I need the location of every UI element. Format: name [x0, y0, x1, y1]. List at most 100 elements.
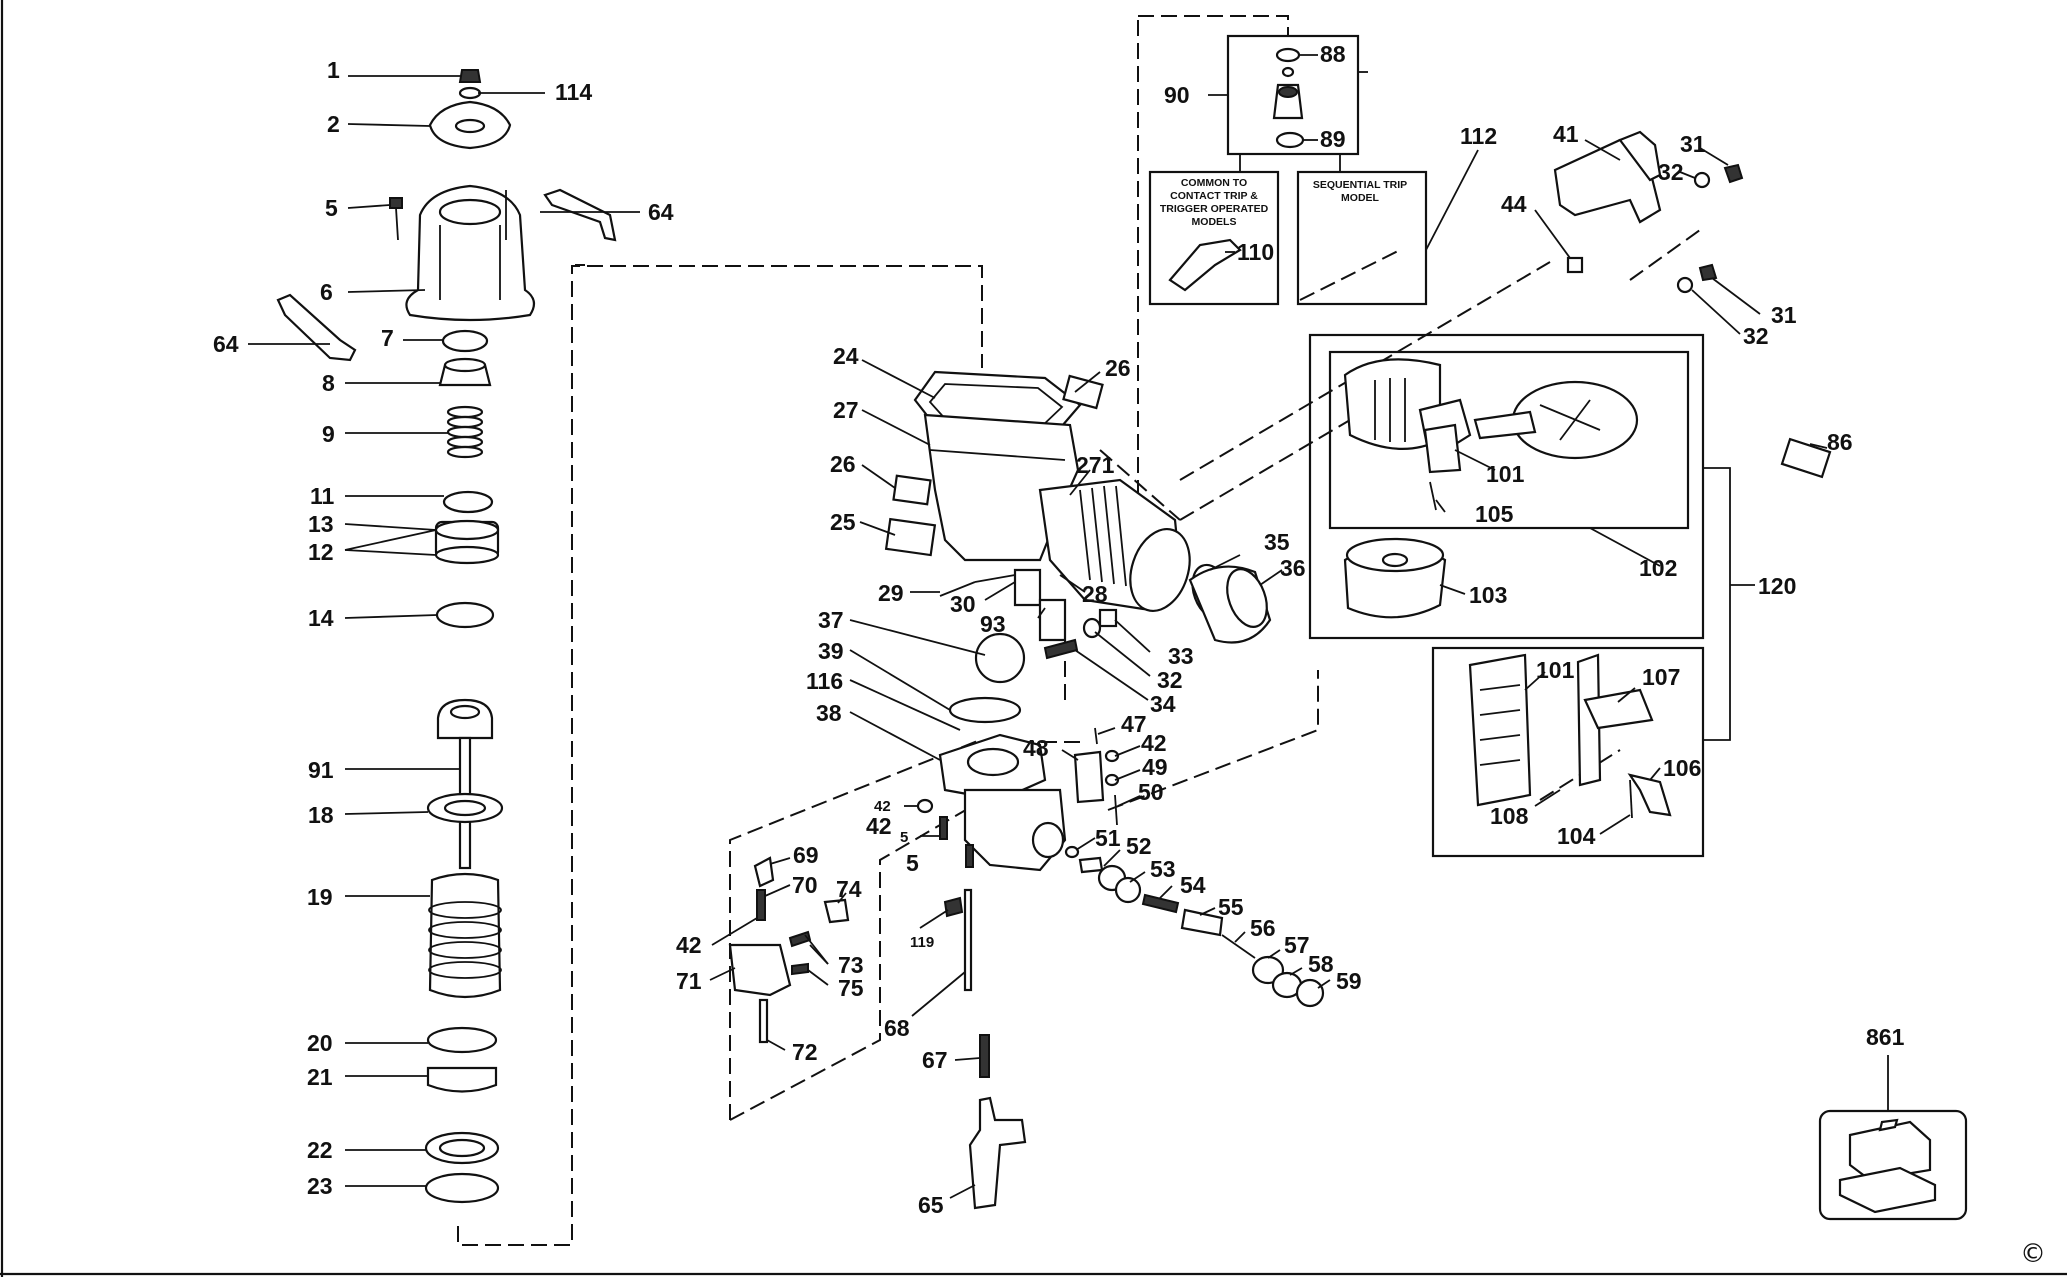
- part-64-bracket-right: [543, 188, 617, 242]
- callout-42a: 42: [1141, 730, 1167, 756]
- callout-26a: 26: [1105, 355, 1131, 381]
- part-88-oring: [1275, 47, 1301, 63]
- callout-28: 28: [1082, 581, 1108, 607]
- part-105-pin: [1429, 481, 1437, 511]
- part-861-case-base: [1838, 1166, 1937, 1214]
- callout-8: 8: [322, 370, 335, 396]
- box-102: [1328, 350, 1690, 530]
- part-74-clip: [823, 898, 850, 924]
- callout-6: 6: [320, 279, 333, 305]
- part-114-washer: [458, 86, 482, 100]
- callout-31a: 31: [1680, 131, 1706, 157]
- box-common-models: [1148, 170, 1280, 306]
- callout-37: 37: [818, 607, 844, 633]
- part-271-handle-end: [1129, 528, 1191, 612]
- part-28-bracket: [1013, 568, 1042, 607]
- part-6-housing-top: [438, 198, 502, 226]
- part-107-lever: [1583, 688, 1654, 730]
- callout-58: 58: [1308, 951, 1334, 977]
- part-6-housing: [405, 184, 536, 322]
- part-86-label: [1780, 437, 1832, 479]
- callout-1: 1: [327, 57, 340, 83]
- part-102-canister: [1343, 358, 1442, 450]
- part-65-link: [968, 1096, 1027, 1210]
- part-19-cylinder: [428, 872, 502, 999]
- part-89-oring: [1275, 131, 1305, 149]
- callout-30: 30: [950, 591, 976, 617]
- part-11-ring: [442, 490, 494, 514]
- left-column-leaders: [248, 75, 640, 1187]
- callout-34: 34: [1150, 691, 1176, 717]
- box-common-line-2: CONTACT TRIP &: [1170, 190, 1258, 202]
- callout-101b: 101: [1536, 657, 1575, 683]
- callout-86: 86: [1827, 429, 1853, 455]
- part-44-spacer: [1566, 256, 1584, 274]
- callout-69: 69: [793, 842, 819, 868]
- magazine-leaders: [1435, 139, 1828, 835]
- callout-64a: 64: [648, 199, 674, 225]
- callout-labels: 1 114 2 5 64 6 64 7 8 9 11 13 12 14 91 1…: [213, 41, 1905, 1218]
- part-18-bumper-inner: [443, 799, 487, 817]
- part-27-body: [923, 413, 1080, 562]
- box-sequential-parts: [1431, 646, 1705, 858]
- part-34-screw: [1043, 638, 1079, 660]
- part-91-piston-top: [449, 704, 481, 720]
- part-38-valve-port: [1031, 821, 1065, 859]
- part-73-springs: [788, 930, 812, 948]
- part-70-spring: [756, 889, 766, 921]
- callout-57: 57: [1284, 932, 1310, 958]
- part-50-rod: [1114, 794, 1118, 826]
- box-common-line-3: TRIGGER OPERATED: [1160, 203, 1269, 215]
- box-common-line-1: COMMON TO: [1181, 177, 1247, 189]
- callout-64b: 64: [213, 331, 239, 357]
- part-64-bracket-left: [276, 293, 357, 362]
- callout-91: 91: [308, 757, 334, 783]
- callout-27: 27: [833, 397, 859, 423]
- callout-59: 59: [1336, 968, 1362, 994]
- callout-36: 36: [1280, 555, 1306, 581]
- part-110-trigger: [1168, 238, 1242, 292]
- part-103-base-center: [1381, 552, 1409, 568]
- box-common-line-4: MODELS: [1192, 216, 1237, 228]
- callout-26b: 26: [830, 451, 856, 477]
- part-12-ring-a: [434, 519, 500, 541]
- part-49-oring: [1104, 773, 1120, 787]
- box-sequential-line-1: SEQUENTIAL TRIP: [1313, 179, 1407, 191]
- callout-7: 7: [381, 325, 394, 351]
- part-26-label-a: [1062, 374, 1104, 410]
- part-104-pin: [1629, 779, 1633, 819]
- part-20-ring: [426, 1026, 498, 1054]
- part-101-latch-a: [1423, 423, 1462, 474]
- callout-21: 21: [307, 1064, 333, 1090]
- callout-24: 24: [833, 343, 859, 369]
- callout-93: 93: [980, 611, 1006, 637]
- magazine-parts: [1308, 130, 1832, 858]
- callout-29: 29: [878, 580, 904, 606]
- callout-110: 110: [1237, 239, 1274, 265]
- carry-case-group: [1818, 1055, 1968, 1221]
- copyright-symbol: ©: [2020, 1239, 2046, 1269]
- part-1-screw: [458, 69, 482, 83]
- part-68-rod: [963, 888, 973, 992]
- valve-assembly-box: COMMON TO CONTACT TRIP & TRIGGER OPERATE…: [1148, 34, 1479, 306]
- callout-861: 861: [1866, 1024, 1905, 1050]
- part-72-pin: [758, 998, 769, 1044]
- part-102-lid-arm: [1473, 410, 1537, 440]
- callout-5c: 5: [906, 850, 919, 876]
- part-7-oring: [441, 329, 489, 353]
- part-21-ring: [426, 1066, 498, 1093]
- callout-5a: 5: [325, 195, 338, 221]
- callout-54: 54: [1180, 872, 1206, 898]
- part-51-oring: [1064, 845, 1080, 859]
- box-sequential-line-2: MODEL: [1341, 192, 1380, 204]
- part-41-bracket-tab: [1618, 130, 1662, 182]
- part-8-valve-top: [443, 357, 487, 373]
- callout-49: 49: [1142, 754, 1168, 780]
- callout-102: 102: [1639, 555, 1677, 581]
- callout-32a: 32: [1157, 667, 1183, 693]
- callout-114: 114: [555, 79, 592, 105]
- part-26-label-b: [892, 474, 932, 506]
- callout-12: 12: [308, 539, 334, 565]
- part-54-spring: [1141, 893, 1180, 914]
